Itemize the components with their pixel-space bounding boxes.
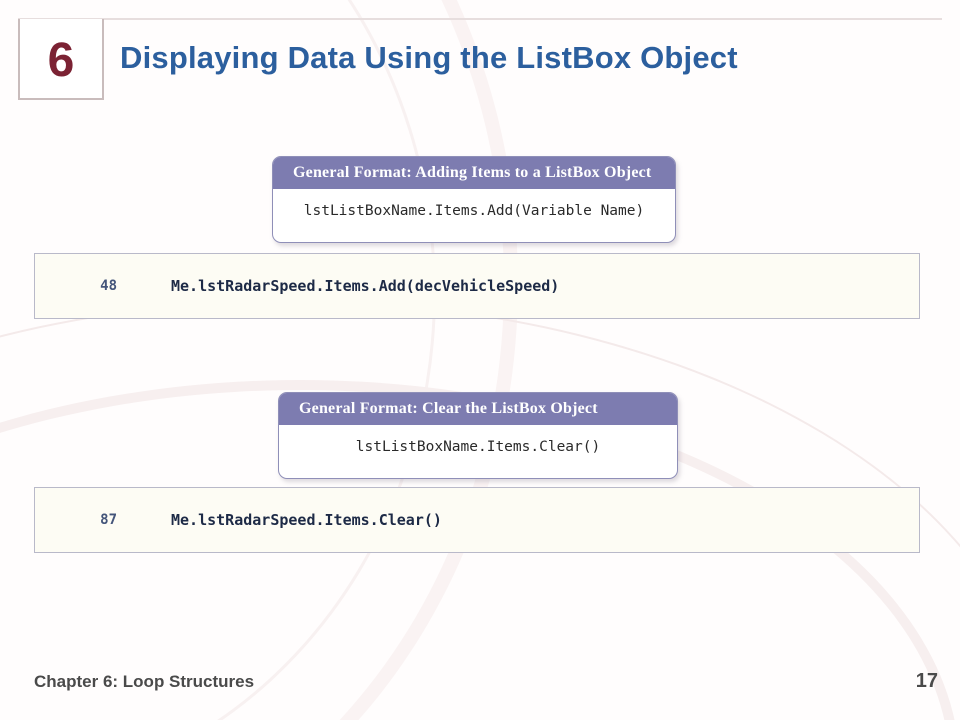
chapter-number-box	[18, 19, 104, 100]
page-title: Displaying Data Using the ListBox Object	[120, 40, 738, 75]
footer-chapter-label: Chapter 6: Loop Structures	[34, 672, 255, 691]
code-sample-add: 48 Me.lstRadarSpeed.Items.Add(decVehicle…	[34, 253, 920, 319]
code-sample-clear: 87 Me.lstRadarSpeed.Items.Clear()	[34, 487, 920, 553]
header-divider	[18, 18, 942, 20]
general-format-card-add: General Format: Adding Items to a ListBo…	[272, 156, 676, 243]
code-line-number-add: 48	[100, 278, 117, 294]
code-line-text-clear: Me.lstRadarSpeed.Items.Clear()	[171, 511, 442, 529]
general-format-header-add: General Format: Adding Items to a ListBo…	[273, 157, 675, 189]
general-format-header-clear: General Format: Clear the ListBox Object	[279, 393, 677, 425]
general-format-card-clear: General Format: Clear the ListBox Object…	[278, 392, 678, 479]
general-format-syntax-add: lstListBoxName.Items.Add(Variable Name)	[273, 189, 675, 234]
chapter-number: 6	[47, 34, 75, 87]
general-format-syntax-clear: lstListBoxName.Items.Clear()	[279, 425, 677, 470]
footer-page-number: 17	[915, 670, 938, 692]
code-line-text-add: Me.lstRadarSpeed.Items.Add(decVehicleSpe…	[171, 277, 560, 295]
decorative-swoosh	[0, 0, 436, 720]
code-line-number-clear: 87	[100, 512, 117, 528]
decorative-swoosh	[0, 0, 518, 720]
